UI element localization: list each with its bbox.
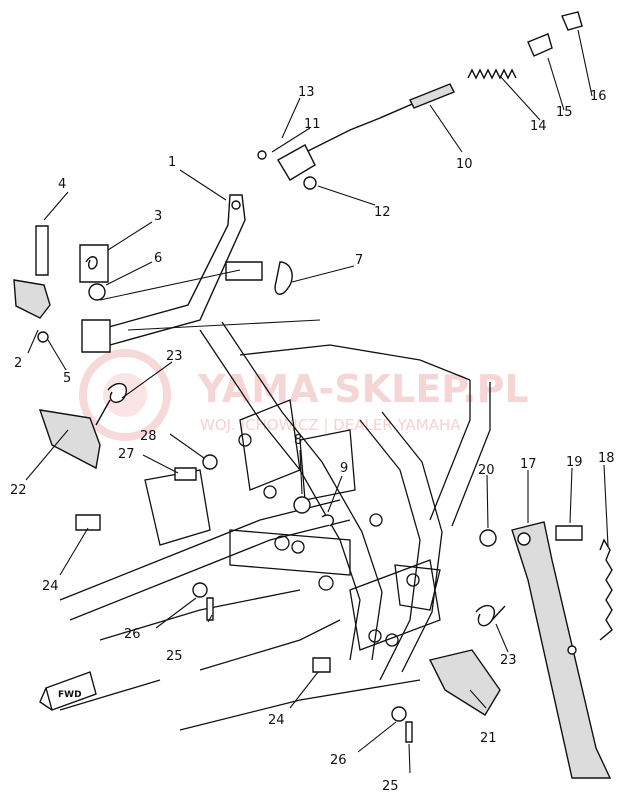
part-spring-14 [467,68,517,80]
callout-25-left: 25 [166,649,183,664]
part-bolt-24-right [312,657,331,673]
part-bolt-27-28 [174,454,218,481]
leader-lines [25,29,609,774]
callout-17: 17 [520,457,537,472]
callout-16: 16 [590,89,607,104]
callout-8: 8 [294,433,302,448]
part-spring-23-lower [475,604,506,627]
callout-9: 9 [340,461,348,476]
callout-2: 2 [14,356,22,371]
callout-27: 27 [118,447,135,462]
part-washer-8-9 [293,496,334,527]
callout-15: 15 [556,105,573,120]
callout-24-left: 24 [42,579,59,594]
fwd-direction-marker: FWD [39,671,97,711]
part-nut-26-25-right [391,706,413,743]
callout-19: 19 [566,455,583,470]
fwd-arrow-icon [45,671,97,711]
callout-22: 22 [10,483,27,498]
part-spring-3 [79,244,109,301]
callout-14: 14 [530,119,547,134]
callout-26-right: 26 [330,753,347,768]
part-bolt-19-20 [479,525,583,655]
part-footrest-front [13,279,51,343]
watermark-tagline: WOJ. ICHOWICZ | DEALER YAMAHA [200,416,461,434]
callout-6: 6 [154,251,162,266]
callout-11: 11 [304,117,321,132]
fwd-label: FWD [58,690,82,700]
part-brake-cable [257,83,455,190]
callout-12: 12 [374,205,391,220]
callout-10: 10 [456,157,473,172]
watermark: YAMA-SKLEP.PL WOJ. ICHOWICZ | DEALER YAM… [79,349,529,441]
callout-5: 5 [63,371,71,386]
part-pin-4 [35,225,49,276]
callout-13: 13 [298,85,315,100]
part-footrest-21 [428,649,501,716]
watermark-logo [79,349,171,441]
callout-7: 7 [355,253,363,268]
callout-25-right: 25 [382,779,399,794]
callout-23-lower: 23 [500,653,517,668]
part-nut-26-25-left [192,582,214,621]
part-adjuster-15-16 [527,11,583,57]
part-clip-7 [274,261,293,295]
callout-24-right: 24 [268,713,285,728]
callout-26-left: 26 [124,627,141,642]
callout-21: 21 [480,731,497,746]
part-spring-18 [599,538,613,641]
part-bolt-24-left [75,514,101,531]
callout-20: 20 [478,463,495,478]
part-footrest-22 [38,409,101,470]
callout-3: 3 [154,209,162,224]
callout-labels: 1 2 3 4 5 6 7 8 9 10 11 12 13 14 15 16 1… [10,85,615,794]
callout-4: 4 [58,177,66,192]
callout-28: 28 [140,429,157,444]
part-brake-pedal [81,194,263,353]
callout-23-upper: 23 [166,349,183,364]
watermark-brand: YAMA-SKLEP.PL [197,367,529,411]
callout-18: 18 [598,451,615,466]
part-sidestand [511,521,612,779]
callout-1: 1 [168,155,176,170]
frame [59,321,491,731]
